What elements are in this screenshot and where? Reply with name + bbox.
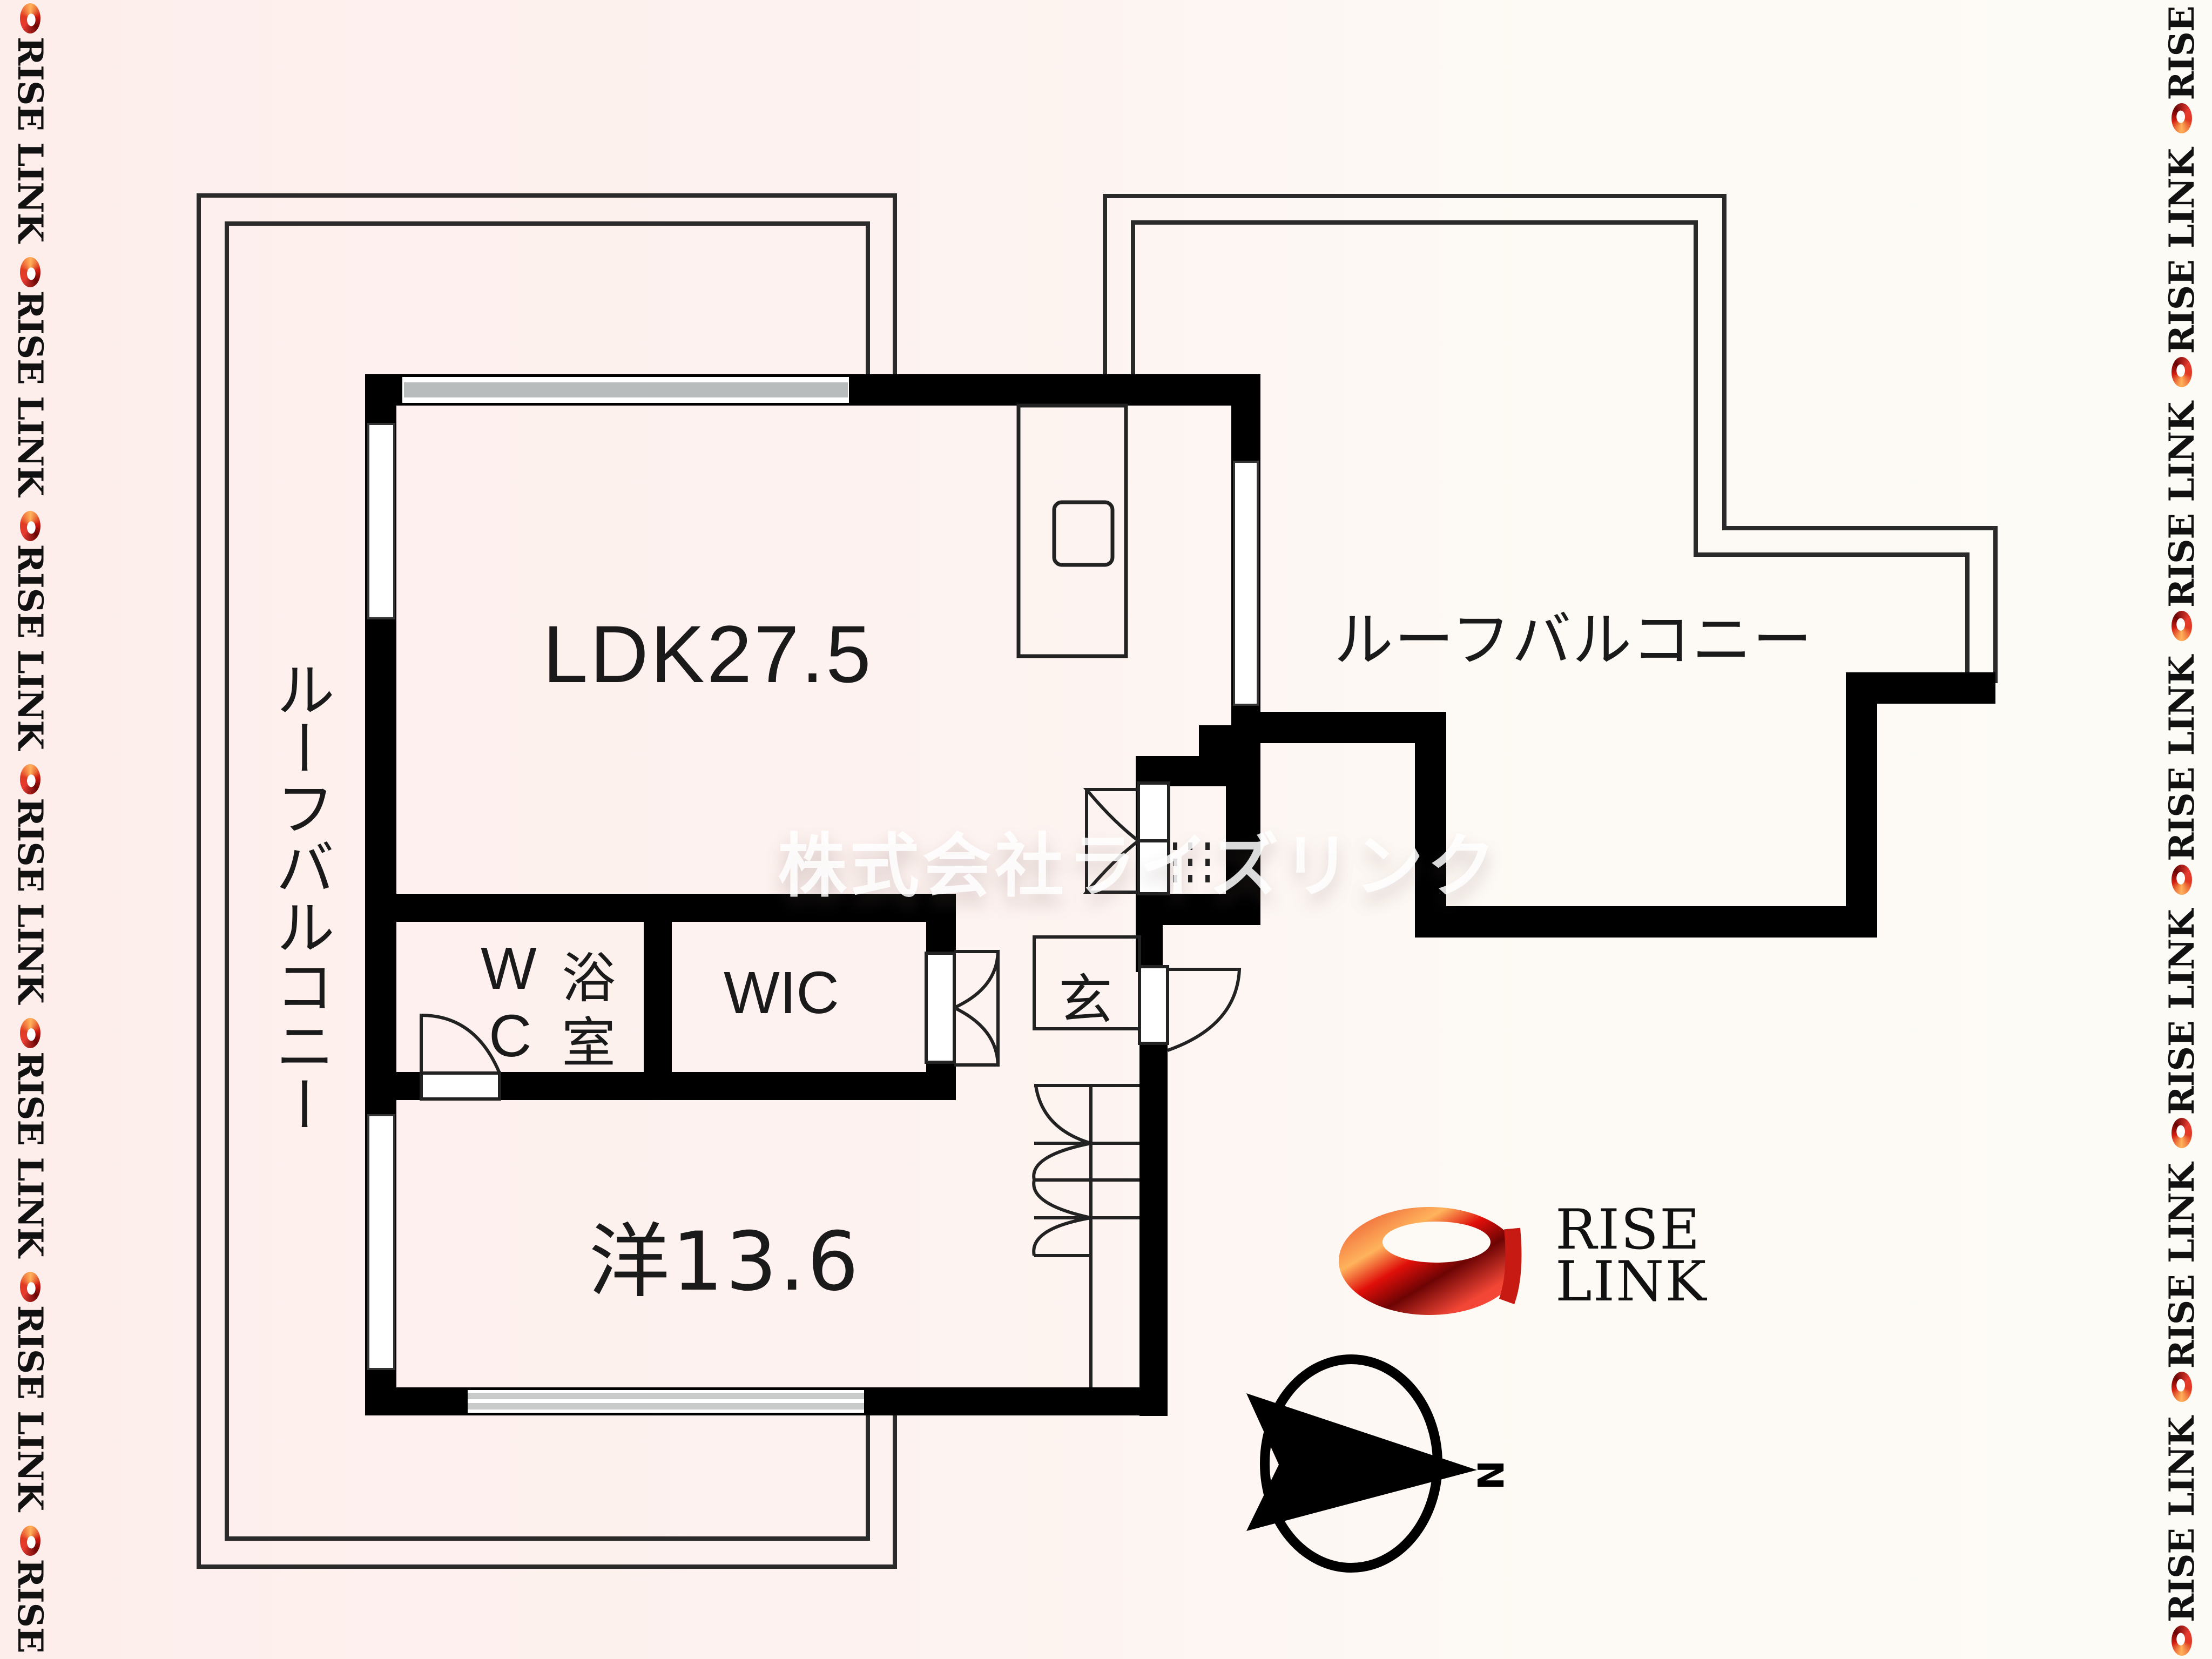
entrance-area [1033, 935, 1242, 1052]
bedroom-label: 洋13.6 [589, 1215, 861, 1309]
kitchen-counter [1016, 403, 1128, 658]
left-roof-balcony-outline [197, 193, 897, 1569]
bath-label-bottom: 室 [562, 1011, 616, 1075]
windows [367, 377, 1259, 1413]
north-compass-icon [1246, 1354, 1477, 1573]
right-roof-balcony-outline [1103, 194, 1998, 683]
compass-north-label: N [1469, 1460, 1511, 1491]
right-balcony-thick-wall [1260, 672, 1995, 938]
ldk-label: LDK27.5 [543, 609, 873, 699]
left-balcony-label: ルーフバルコニー [265, 659, 334, 1134]
utility-pattern [1173, 842, 1210, 882]
bedroom-closet-doors [1032, 1084, 1139, 1387]
bath-label-top: 浴 [562, 947, 616, 1010]
wc-label-c: C [489, 1003, 532, 1069]
ldk-right-window [1233, 461, 1259, 706]
rise-link-logo-ring-icon [1339, 1207, 1522, 1315]
wic-label: WIC [724, 960, 839, 1026]
wic-door [925, 950, 1000, 1067]
brand-line-2: LINK [1555, 1250, 1708, 1314]
company-watermark: 株式会社ライズリンク [778, 826, 1500, 907]
entrance-label: 玄 [1058, 968, 1112, 1031]
bedroom-left-window [367, 1114, 395, 1370]
wc-door [420, 1013, 501, 1101]
brand-wordmark: RISE LINK [1555, 1198, 1708, 1314]
wc-label-w: W [481, 935, 537, 1002]
ldk-closet [1083, 781, 1170, 895]
ldk-left-window [367, 423, 395, 619]
right-balcony-label: ルーフバルコニー [1334, 605, 1813, 675]
brand-line-1: RISE [1555, 1198, 1701, 1262]
